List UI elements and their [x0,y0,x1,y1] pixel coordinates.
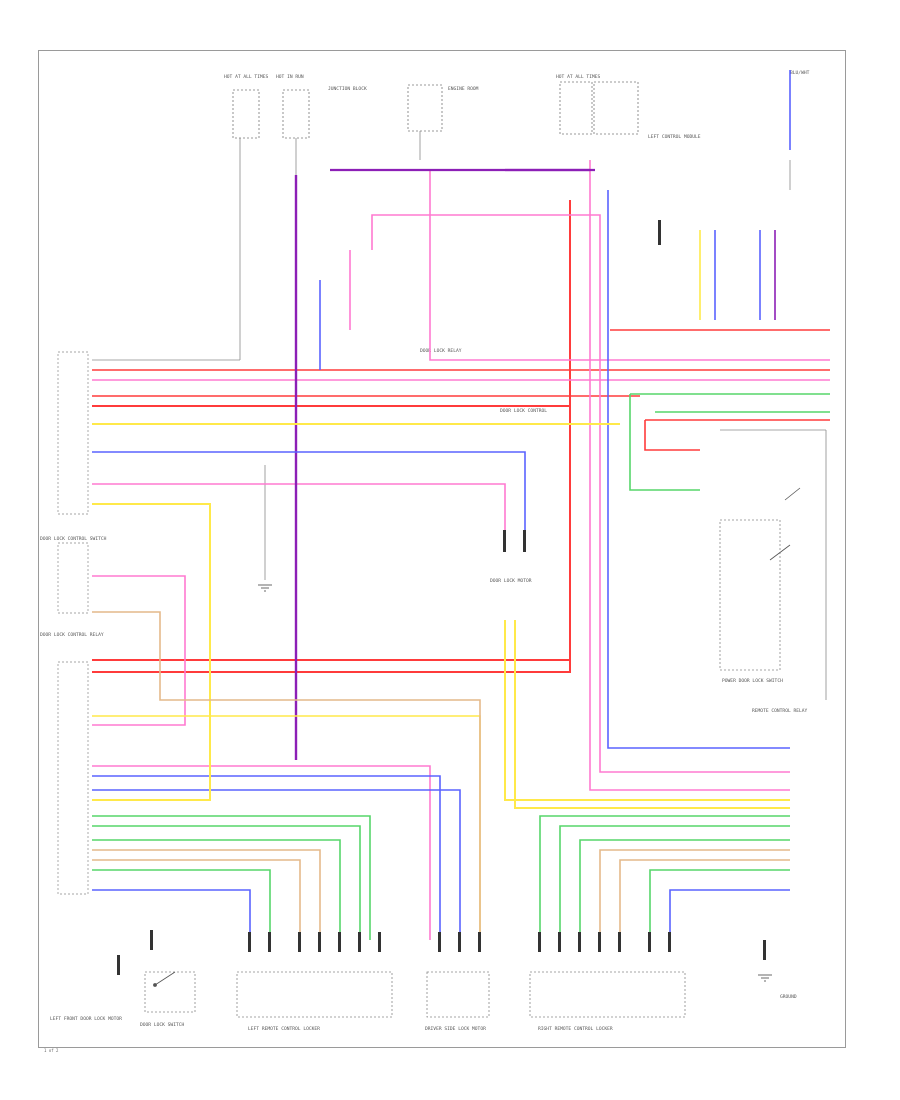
top-labels: HOT AT ALL TIMES HOT IN RUN JUNCTION BLO… [44,70,810,1053]
center-motor-label: DOOR LOCK MOTOR [490,578,532,584]
page-ref: 1 of 2 [44,1048,59,1053]
bottom-switch-label: DOOR LOCK SWITCH [140,1022,184,1028]
bottom-labels: LEFT REMOTE CONTROL LOCKER DRIVER SIDE L… [40,536,808,1032]
left-remote-locker-box [236,971,393,1018]
fuse-label-4: ENGINE ROOM [448,86,479,92]
switch-symbol [153,487,801,987]
wire-runs [92,70,830,940]
power-door-lock-switch-box [719,519,781,671]
left-connector-block [57,351,89,895]
diagram-border [38,50,846,1048]
right-switch-label: POWER DOOR LOCK SWITCH [722,678,783,684]
left-switch-label-1: DOOR LOCK CONTROL SWITCH [40,536,107,542]
relay-label: LEFT CONTROL MODULE [648,134,701,140]
left-module-label: LEFT REMOTE CONTROL LOCKER [248,1026,320,1032]
left-switch-label-2: DOOR LOCK CONTROL RELAY [40,632,104,638]
fuse-label-5: HOT AT ALL TIMES [556,74,600,80]
fuse-label-3: JUNCTION BLOCK [328,86,367,92]
gray-feed-wires [92,131,827,700]
center-module-label: DRIVER SIDE LOCK MOTOR [425,1026,486,1032]
fuse-label-2: HOT IN RUN [276,74,304,80]
mid-label-2: DOOR LOCK CONTROL [500,408,547,414]
bottom-modules [144,519,781,1018]
fuse-label-1: HOT AT ALL TIMES [224,74,268,80]
top-fuse-box-1 [232,81,639,139]
door-lock-switch-box [144,971,196,1013]
right-relay-label: REMOTE CONTROL RELAY [752,708,808,714]
source-label: BLU/WHT [790,70,810,76]
connector-pins [117,220,766,975]
right-remote-locker-box [529,971,686,1018]
right-module-label: RIGHT REMOTE CONTROL LOCKER [538,1026,613,1032]
mid-label-1: DOOR LOCK RELAY [420,348,462,354]
center-lock-motor-box [426,971,490,1018]
ground-label: GROUND [780,994,797,1000]
ground-symbol [258,584,772,982]
bottom-module-label: LEFT FRONT DOOR LOCK MOTOR [50,1016,122,1022]
